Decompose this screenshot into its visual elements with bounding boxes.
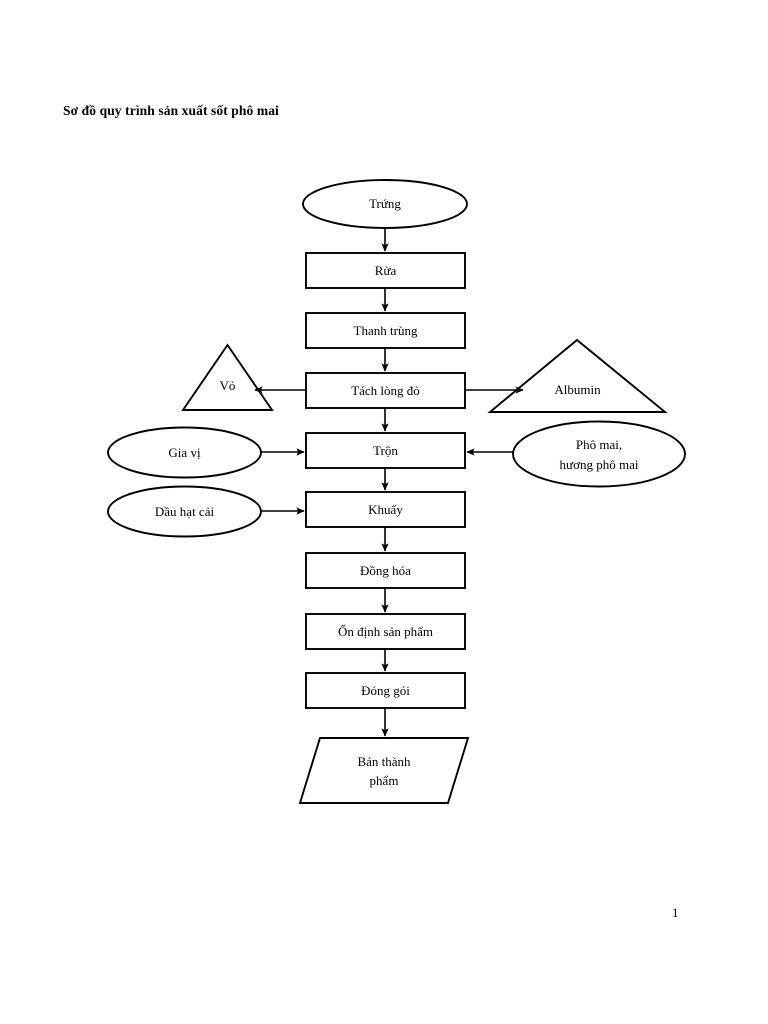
node-on-dinh-shape <box>305 613 466 650</box>
node-tron-shape <box>305 432 466 469</box>
node-pho-mai-shape <box>512 420 686 488</box>
node-trung-shape <box>302 179 468 229</box>
node-dau-hat-cai-shape <box>107 485 262 538</box>
node-rua-shape <box>305 252 466 289</box>
node-gia-vi-shape <box>107 426 262 479</box>
node-albumin-shape <box>487 338 668 413</box>
node-thanh-trung-shape <box>305 312 466 349</box>
node-dong-hoa-shape <box>305 552 466 589</box>
page-number: 1 <box>672 905 679 920</box>
page-title: Sơ đồ quy trình sản xuất sốt phô mai <box>63 103 279 118</box>
node-vo-shape <box>181 343 274 411</box>
node-ban-thanh-pham-shape <box>298 737 470 804</box>
node-dong-goi-shape <box>305 672 466 709</box>
node-khuay-shape <box>305 491 466 528</box>
node-tach-long-do-shape <box>305 372 466 409</box>
